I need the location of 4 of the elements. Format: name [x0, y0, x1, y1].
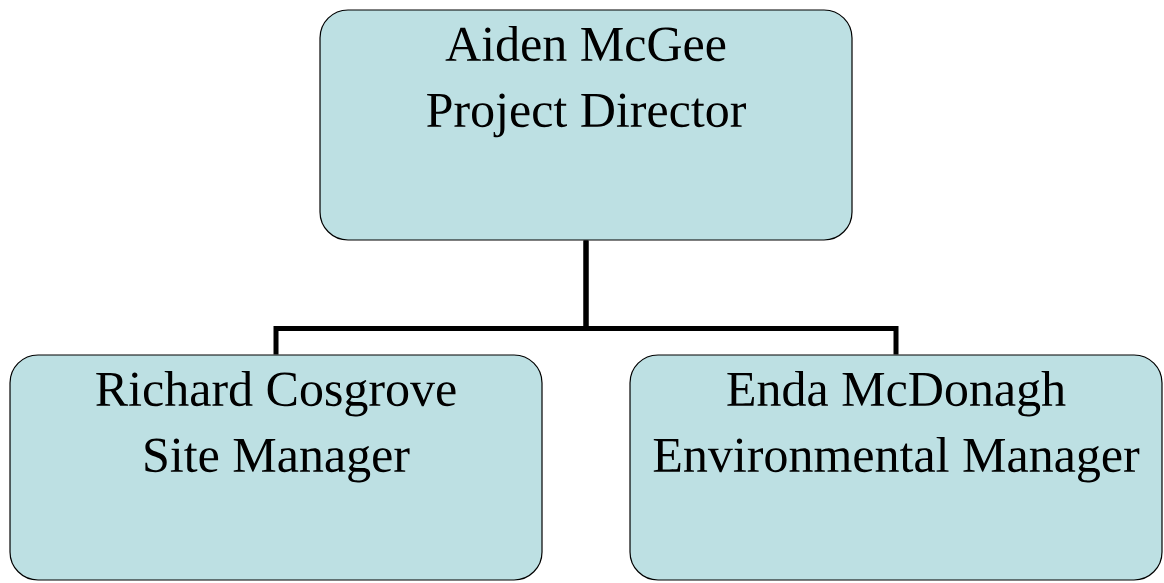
person-box: Richard Cosgrove Site Manager: [9, 354, 543, 581]
person-box: Enda McDonagh Environmental Manager: [629, 354, 1163, 581]
connector-line: [583, 240, 899, 355]
person-box: Aiden McGee Project Director: [319, 9, 853, 241]
